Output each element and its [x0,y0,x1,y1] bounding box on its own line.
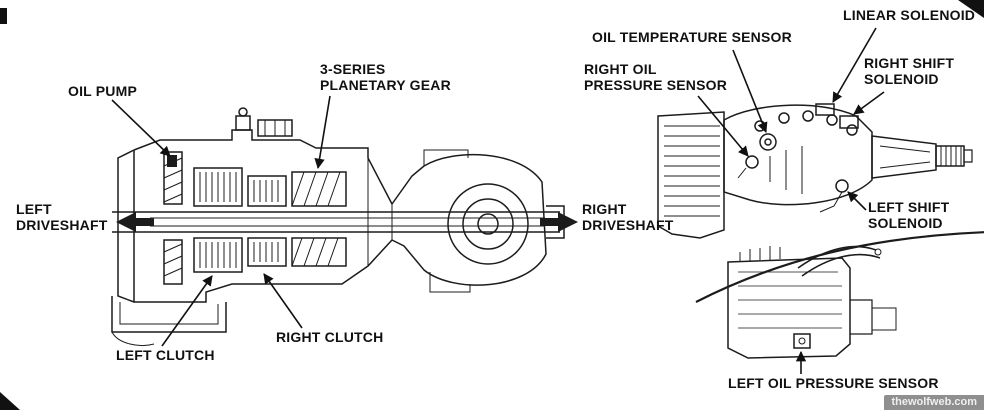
leader-lines [111,27,885,374]
right-shift-solenoid-part [839,115,859,129]
right-shift-solenoid-leader [853,91,885,115]
right-oil-pressure-sensor-part [745,155,759,169]
oil-temperature-sensor-part [759,133,777,151]
oil-pump-leader [111,99,171,157]
right-oil-pressure-sensor-label: RIGHT OIL PRESSURE SENSOR [584,61,728,93]
left-driveshaft-label: LEFT DRIVESHAFT [16,201,108,233]
left-shift-solenoid-leader [847,191,867,211]
left-transmission-cross-section [111,107,565,346]
right-driveshaft-arrow [540,212,578,232]
right-driveshaft-label: RIGHT DRIVESHAFT [582,201,674,233]
right-oil-pressure-sensor-leader [697,95,749,157]
right-clutch-leader [263,273,303,329]
oil-pump-label: OIL PUMP [68,83,138,99]
linear-solenoid-label: LINEAR SOLENOID [843,7,976,23]
separator-arc [695,231,984,303]
planetary-gear-label: 3-SERIES PLANETARY GEAR [320,61,451,93]
planetary-gear-leader [314,95,331,170]
watermark: thewolfweb.com [884,395,984,410]
left-oil-pressure-sensor-part [793,333,811,349]
right-clutch-label: RIGHT CLUTCH [276,329,384,345]
linear-solenoid-part [815,103,835,116]
right-shift-solenoid-label: RIGHT SHIFT SOLENOID [864,55,955,87]
lower-left-oil-pressure-view [727,245,897,359]
oil-temperature-sensor-leader [732,49,768,133]
driveshaft-arrows [116,212,578,232]
left-shift-solenoid-part [835,179,849,193]
left-clutch-label: LEFT CLUTCH [116,347,215,363]
left-clutch-leader [161,275,213,347]
left-driveshaft-arrow [116,212,154,232]
right-transmission-external-view [657,103,973,239]
left-oil-pressure-sensor-label: LEFT OIL PRESSURE SENSOR [728,375,939,391]
left-shift-solenoid-label: LEFT SHIFT SOLENOID [868,199,950,231]
linear-solenoid-leader [832,27,877,103]
oil-temperature-sensor-label: OIL TEMPERATURE SENSOR [592,29,792,45]
